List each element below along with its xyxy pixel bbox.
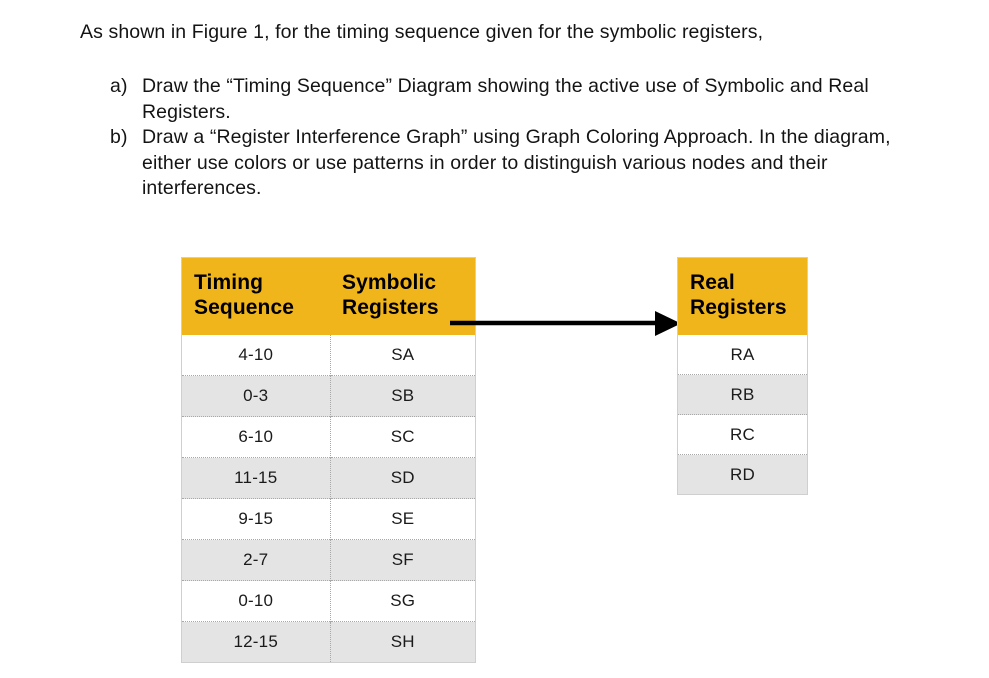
table-header-row: Real Registers <box>678 258 807 335</box>
cell-real: RA <box>678 335 807 375</box>
table-row: 4-10 SA <box>182 335 475 376</box>
table-row: RC <box>678 414 807 455</box>
cell-timing: 6-10 <box>182 416 331 458</box>
mapping-arrow-icon <box>450 311 681 336</box>
table-header-row: Timing Sequence Symbolic Registers <box>182 258 475 335</box>
table-row: RD <box>678 454 807 494</box>
cell-symbolic: SD <box>330 457 475 499</box>
table-row: 11-15 SD <box>182 457 475 499</box>
table-row: 0-10 SG <box>182 580 475 622</box>
cell-real: RC <box>678 414 807 455</box>
table-row: 12-15 SH <box>182 621 475 662</box>
table-row: RB <box>678 374 807 415</box>
cell-timing: 2-7 <box>182 539 331 581</box>
cell-symbolic: SH <box>330 621 475 662</box>
cell-timing: 12-15 <box>182 621 331 662</box>
cell-timing: 4-10 <box>182 335 331 376</box>
column-header-timing-sequence: Timing Sequence <box>182 258 330 335</box>
table-row: 2-7 SF <box>182 539 475 581</box>
list-item-text: Draw the “Timing Sequence” Diagram showi… <box>142 75 869 123</box>
column-header-symbolic-registers: Symbolic Registers <box>330 258 475 335</box>
list-item-text: Draw a “Register Interference Graph” usi… <box>142 126 891 200</box>
list-item-marker: a) <box>110 75 128 97</box>
cell-timing: 11-15 <box>182 457 331 499</box>
column-header-real-registers: Real Registers <box>678 258 807 335</box>
cell-timing: 9-15 <box>182 498 331 540</box>
list-item: a) Draw the “Timing Sequence” Diagram sh… <box>110 74 910 125</box>
cell-symbolic: SA <box>330 335 475 376</box>
cell-symbolic: SG <box>330 580 475 622</box>
question-list: a) Draw the “Timing Sequence” Diagram sh… <box>110 74 910 202</box>
intro-paragraph: As shown in Figure 1, for the timing seq… <box>80 21 764 43</box>
cell-real: RB <box>678 374 807 415</box>
table-row: 0-3 SB <box>182 375 475 417</box>
cell-symbolic: SF <box>330 539 475 581</box>
list-item: b) Draw a “Register Interference Graph” … <box>110 125 910 202</box>
real-registers-table: Real Registers RA RB RC RD <box>678 258 807 494</box>
cell-symbolic: SB <box>330 375 475 417</box>
table-row: RA <box>678 335 807 375</box>
table-row: 9-15 SE <box>182 498 475 540</box>
cell-symbolic: SE <box>330 498 475 540</box>
cell-timing: 0-3 <box>182 375 331 417</box>
cell-timing: 0-10 <box>182 580 331 622</box>
list-item-marker: b) <box>110 126 128 149</box>
cell-real: RD <box>678 454 807 494</box>
timing-sequence-table: Timing Sequence Symbolic Registers 4-10 … <box>182 258 475 662</box>
table-row: 6-10 SC <box>182 416 475 458</box>
cell-symbolic: SC <box>330 416 475 458</box>
